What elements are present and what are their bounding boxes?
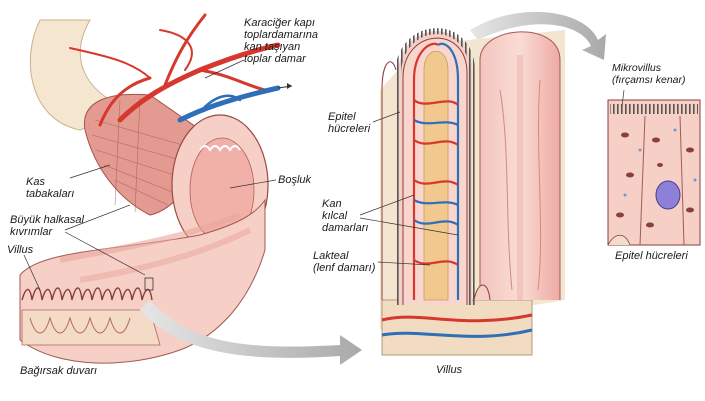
label-lacteal: Lakteal (lenf damarı)	[313, 250, 376, 274]
label-epithelial-cells: Epitel hücreleri	[328, 111, 371, 135]
label-lumen: Boşluk	[278, 174, 312, 186]
arrow-to-cell	[470, 11, 606, 60]
label-villus-left: Villus	[7, 244, 34, 256]
label-microvillus: Mikrovillus (fırçamsı kenar)	[612, 62, 686, 86]
label-intestinal-wall: Bağırsak duvarı	[20, 365, 98, 377]
label-epithelial-cells-right: Epitel hücreleri	[615, 250, 688, 262]
label-capillaries: Kan kılcal damarları	[322, 198, 369, 234]
arrow-to-villus	[140, 300, 362, 365]
label-portal-vein: Karaciğer kapı toplardamarına kan taşıya…	[244, 17, 318, 65]
villus-illustration	[380, 28, 565, 356]
leader-lines-left	[23, 59, 277, 291]
epithelial-cell-illustration	[607, 99, 701, 246]
label-circular-folds: Büyük halkasal kıvrımlar	[10, 214, 84, 238]
label-muscle-layers: Kas tabakaları	[26, 176, 75, 200]
label-villus-center: Villus	[436, 364, 463, 376]
leader-lines-center	[359, 111, 459, 266]
intestine-illustration	[19, 13, 293, 364]
